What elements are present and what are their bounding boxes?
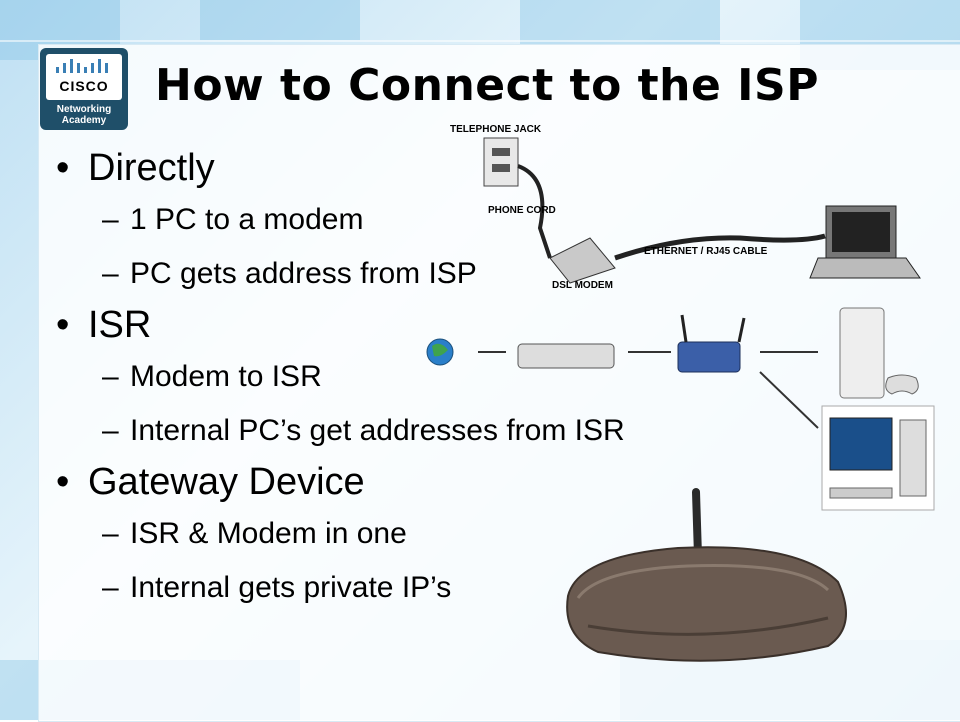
sub-bullet: –Internal PC’s get addresses from ISR — [102, 414, 625, 447]
sub-bullet: –ISR & Modem in one — [102, 517, 407, 550]
logo-brand: CISCO — [59, 78, 109, 94]
logo-line2: Academy — [61, 115, 107, 126]
bullet-directly: •Directly — [56, 147, 215, 189]
bullet-gateway-device: •Gateway Device — [56, 461, 365, 503]
label-dsl-modem: DSL MODEM — [552, 280, 613, 288]
sub-bullet-text: ISR & Modem in one — [130, 517, 407, 550]
bullet-text: Gateway Device — [88, 461, 365, 503]
bullet-list: •Directly –1 PC to a modem –PC gets addr… — [56, 144, 756, 615]
desktop-pc-icon — [821, 405, 935, 511]
phone-cord-icon — [517, 164, 552, 259]
isr-router-icon — [677, 314, 746, 373]
sub-bullet-text: 1 PC to a modem — [130, 203, 364, 236]
telephone-jack-icon — [483, 137, 519, 187]
sub-bullet-text: Internal gets private IP’s — [130, 571, 452, 604]
logo-line1: Networking — [56, 104, 112, 115]
sub-bullet: –1 PC to a modem — [102, 203, 364, 236]
sub-bullet: –PC gets address from ISP — [102, 257, 477, 290]
dsl-modem-icon — [549, 237, 616, 284]
game-console-icon — [839, 307, 919, 399]
ethernet-cable-icon — [614, 233, 826, 261]
bullet-isr: •ISR — [56, 304, 152, 346]
sub-bullet-text: PC gets address from ISP — [130, 257, 477, 290]
label-ethernet-cable: ETHERNET / RJ45 CABLE — [644, 246, 768, 257]
cisco-bars-icon — [56, 59, 108, 73]
isr-diagram — [426, 307, 935, 511]
label-telephone-jack: TELEPHONE JACK — [450, 124, 542, 135]
slide-title: How to Connect to the ISP — [155, 60, 819, 111]
modem-icon — [517, 343, 615, 369]
bullet-text: Directly — [88, 147, 215, 189]
sub-bullet: –Internal gets private IP’s — [102, 571, 452, 604]
gateway-device-icon — [566, 488, 847, 662]
bullet-text: ISR — [88, 304, 152, 346]
sub-bullet-text: Internal PC’s get addresses from ISR — [130, 414, 625, 447]
sub-bullet: –Modem to ISR — [102, 360, 322, 393]
dsl-diagram: TELEPHONE JACK PHONE CORD DSL MODEM ETHE… — [450, 124, 921, 288]
sub-bullet-text: Modem to ISR — [130, 360, 322, 393]
cisco-logo: CISCO Networking Academy — [40, 48, 128, 130]
label-phone-cord: PHONE CORD — [488, 205, 556, 216]
laptop-icon — [809, 205, 921, 279]
